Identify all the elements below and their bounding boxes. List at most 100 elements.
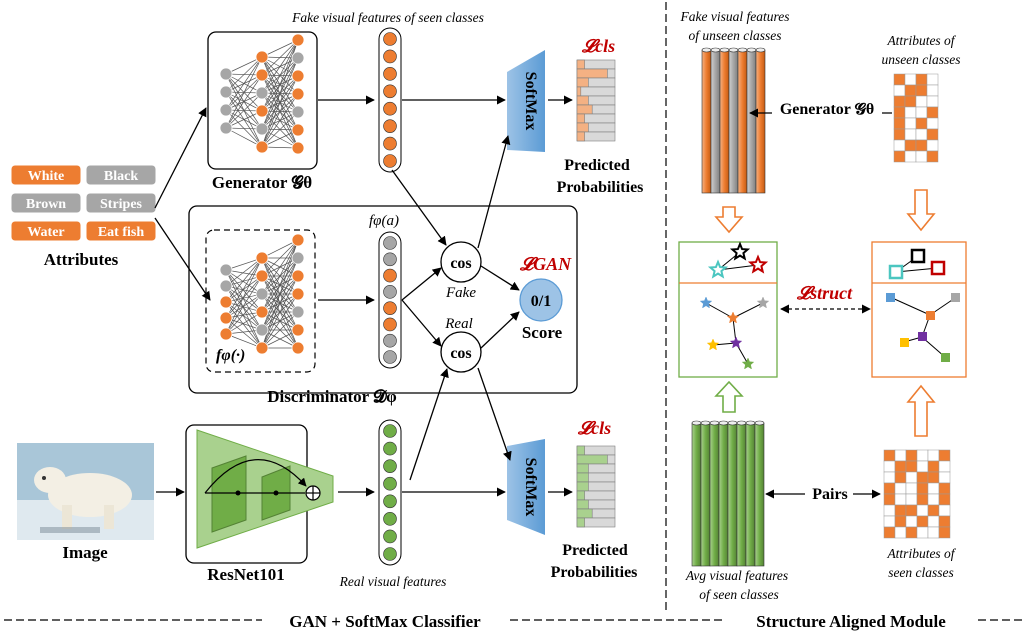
grid-cell bbox=[927, 449, 940, 462]
feature-cylinder-top bbox=[736, 420, 747, 426]
grid-cell bbox=[905, 449, 918, 462]
grid-cell bbox=[927, 471, 940, 484]
network-edge bbox=[261, 75, 299, 148]
left-panel-title: GAN + SoftMax Classifier bbox=[289, 612, 481, 631]
network-edge bbox=[261, 239, 299, 313]
network-edge bbox=[261, 329, 299, 349]
probability-fill bbox=[576, 499, 589, 510]
feature-cylinder-top bbox=[755, 47, 766, 53]
network-edge bbox=[225, 301, 263, 331]
grid-cell bbox=[883, 482, 896, 495]
square-icon bbox=[888, 264, 904, 280]
score-circle bbox=[519, 278, 563, 322]
star-icon bbox=[747, 254, 769, 274]
square-icon bbox=[900, 338, 909, 347]
softmax-top bbox=[507, 50, 545, 152]
grid-cell bbox=[915, 117, 928, 130]
square-icon bbox=[930, 260, 946, 276]
grid-cell bbox=[927, 504, 940, 517]
probability-fill bbox=[576, 508, 593, 519]
grid-cell bbox=[883, 449, 896, 462]
star-icon bbox=[729, 336, 743, 349]
network-node bbox=[219, 85, 233, 99]
network-node bbox=[255, 287, 269, 301]
probability-fill bbox=[576, 481, 589, 492]
network-node bbox=[255, 269, 269, 283]
fake-unseen-feature-bundle bbox=[701, 47, 766, 194]
feature-unit bbox=[383, 154, 397, 168]
network-edge bbox=[225, 301, 263, 349]
grid-cell bbox=[893, 139, 906, 152]
grid-cell bbox=[894, 493, 907, 506]
grid-cell bbox=[916, 515, 929, 528]
right-generator-label-bg bbox=[772, 99, 882, 119]
seen-attribute-grid bbox=[883, 449, 951, 539]
network-edge bbox=[225, 285, 263, 349]
feature-column-frame bbox=[378, 27, 402, 173]
fake-seen-feature-column bbox=[378, 27, 402, 173]
feature-unit bbox=[383, 424, 397, 438]
square-icon bbox=[941, 353, 950, 362]
grid-cell bbox=[927, 493, 940, 506]
grid-cell bbox=[915, 106, 928, 119]
network-node bbox=[255, 305, 269, 319]
probability-fill bbox=[576, 472, 589, 483]
probability-fill bbox=[576, 86, 582, 97]
grid-cell bbox=[926, 117, 939, 130]
grid-cell bbox=[883, 460, 896, 473]
grid-cell bbox=[926, 95, 939, 108]
network-node bbox=[219, 103, 233, 117]
network-edge bbox=[225, 285, 263, 313]
grid-cell bbox=[904, 150, 917, 163]
grid-cell bbox=[916, 493, 929, 506]
network-edge bbox=[225, 275, 263, 319]
cos-fake-circle bbox=[440, 241, 482, 283]
grid-cell bbox=[938, 482, 951, 495]
network-edge bbox=[261, 239, 299, 331]
loss-gan-label: 𝓛GAN bbox=[519, 254, 572, 274]
feature-cylinder-top bbox=[728, 47, 739, 53]
grid-cell bbox=[905, 526, 918, 539]
network-edge bbox=[261, 57, 299, 148]
star-icon bbox=[756, 296, 770, 309]
feature-cylinder bbox=[737, 49, 748, 194]
grid-cell bbox=[916, 526, 929, 539]
attribute-chip bbox=[85, 220, 157, 242]
network-node bbox=[291, 269, 305, 283]
attribute-chip-label: White bbox=[28, 169, 65, 184]
fake-unseen-caption-line1: Fake visual features bbox=[680, 9, 790, 24]
star-icon bbox=[729, 241, 751, 261]
network-edge bbox=[261, 39, 299, 58]
grid-cell bbox=[927, 482, 940, 495]
feature-unit bbox=[383, 529, 397, 544]
grid-cell bbox=[927, 526, 940, 539]
network-edge bbox=[225, 293, 263, 335]
feature-column-frame bbox=[378, 231, 402, 369]
feature-cylinder-top bbox=[709, 420, 720, 426]
real-feature-column bbox=[378, 419, 402, 566]
network-node bbox=[219, 121, 233, 135]
loss-struct-label: 𝓛struct bbox=[796, 283, 853, 303]
feature-unit bbox=[383, 333, 397, 348]
grid-cell bbox=[926, 150, 939, 163]
network-node bbox=[255, 323, 269, 337]
probability-fill bbox=[576, 131, 585, 142]
attribute-chip bbox=[10, 192, 82, 214]
grid-cell bbox=[904, 117, 917, 130]
network-node bbox=[291, 305, 305, 319]
grid-cell bbox=[915, 84, 928, 97]
feature-cylinder-top bbox=[745, 420, 756, 426]
network-node bbox=[255, 104, 269, 118]
hollow-arrows bbox=[714, 189, 936, 437]
probability-fill bbox=[576, 68, 608, 79]
grid-cell bbox=[893, 106, 906, 119]
network-node bbox=[291, 251, 305, 265]
network-edge bbox=[261, 93, 299, 148]
softmax-bottom-label: SoftMax bbox=[522, 458, 539, 517]
attribute-chip-label: Brown bbox=[26, 197, 66, 212]
network-node bbox=[291, 69, 305, 83]
network-edge bbox=[261, 129, 299, 148]
real-caption: Real visual features bbox=[339, 574, 447, 589]
pairs-label: Pairs bbox=[812, 486, 848, 503]
feature-cylinder-top bbox=[737, 47, 748, 53]
